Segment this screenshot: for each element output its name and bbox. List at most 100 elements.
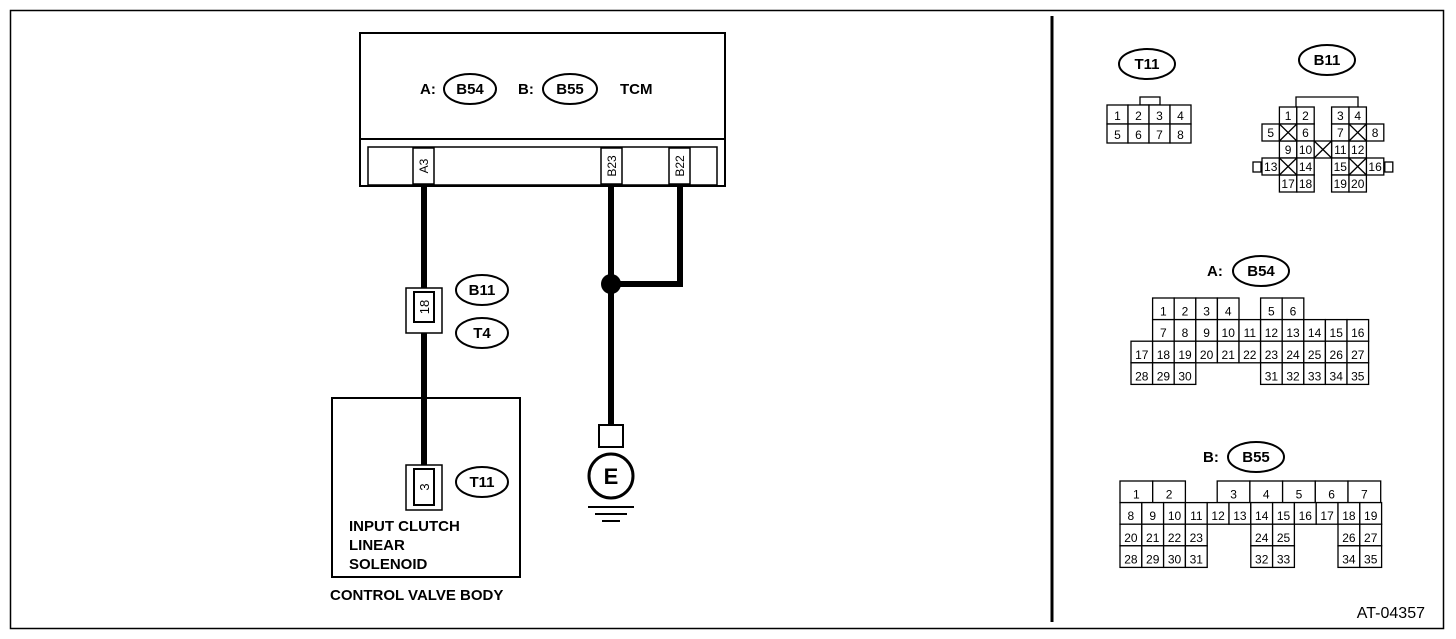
t11-view-pin-8-cell [1169, 123, 1192, 144]
tcm-connector-a-prefix: A: [420, 81, 436, 98]
t11-view-pin-5: 5 [1114, 128, 1121, 142]
tcm-connector-a-tag: B54 [456, 81, 484, 98]
solenoid-label-line-1: INPUT CLUTCH [349, 518, 460, 535]
b54-view-pin-20: 20 [1200, 348, 1214, 362]
b55-view-pin-2: 2 [1166, 488, 1173, 502]
b55-view-pin-29: 29 [1146, 552, 1160, 566]
splice-point [601, 274, 621, 294]
b55-view-pin-33-cell [1271, 545, 1296, 569]
b55-view-pin-35: 35 [1364, 552, 1378, 566]
b54-view-pin-16: 16 [1351, 326, 1365, 340]
b55-view-pin-9: 9 [1149, 509, 1156, 523]
b55-view-pin-28: 28 [1124, 552, 1138, 566]
b11-view-pin-12: 12 [1351, 143, 1365, 157]
b55-view-tag: B55 [1242, 449, 1270, 466]
diagram-frame [9, 9, 1445, 630]
b11-view-pin-7: 7 [1337, 126, 1344, 140]
b55-view-pin-34: 34 [1342, 552, 1356, 566]
b54-view-pin-10: 10 [1222, 326, 1236, 340]
wire-b22 [611, 185, 683, 287]
b11-view-blank-1-cross-b [1278, 123, 1298, 142]
b55-view-pin-19: 19 [1364, 509, 1378, 523]
b11-view-latch [1295, 96, 1359, 107]
b11-view-pin-1: 1 [1285, 109, 1292, 123]
b11-view-pin-16: 16 [1368, 160, 1382, 174]
b11-view-pin-19: 19 [1334, 177, 1348, 191]
b54-view-pin-5: 5 [1268, 305, 1275, 319]
b55-view-pin-11: 11 [1190, 509, 1203, 523]
b54-view-pin-26: 26 [1330, 348, 1344, 362]
tcm-pin-b22-box [668, 147, 691, 185]
b11-view-pin-18-cell [1296, 174, 1315, 193]
b11-view-pin-9: 9 [1285, 143, 1292, 157]
b55-view-pin-4: 4 [1263, 488, 1270, 502]
b54-view-pin-13: 13 [1286, 326, 1300, 340]
b54-view-pin-17: 17 [1135, 348, 1149, 362]
t11-view-pin-1: 1 [1114, 109, 1121, 123]
b54-view-pin-2: 2 [1182, 305, 1189, 319]
b11-view-pin-18: 18 [1299, 177, 1313, 191]
b55-view-pin-33: 33 [1277, 552, 1291, 566]
b11-view-pin-6: 6 [1302, 126, 1309, 140]
b11-view-pin-11: 11 [1334, 143, 1347, 157]
b55-view-pin-1: 1 [1133, 488, 1140, 502]
b55-view-pin-10: 10 [1168, 509, 1182, 523]
ground-terminal [598, 424, 624, 448]
b55-view-pin-12: 12 [1211, 509, 1225, 523]
b54-view-pin-11: 11 [1244, 326, 1257, 340]
control-valve-body-box [331, 397, 521, 578]
b54-view-pin-35-cell [1346, 362, 1370, 386]
tcm-pin-b23-box [600, 147, 623, 185]
t11-view-pin-7: 7 [1156, 128, 1163, 142]
b54-view-pin-33: 33 [1308, 369, 1322, 383]
b11-view-pin-14: 14 [1299, 160, 1313, 174]
b11-view-pin-13: 13 [1264, 160, 1278, 174]
b55-view-pin-23: 23 [1190, 531, 1204, 545]
b11-view-key-right [1384, 161, 1394, 173]
solenoid-tag-oval [455, 466, 509, 498]
b11-view-pin-15: 15 [1334, 160, 1348, 174]
b11-view-pin-10: 10 [1299, 143, 1313, 157]
b55-view-pin-8: 8 [1128, 509, 1135, 523]
b55-view-pin-30: 30 [1168, 552, 1182, 566]
b55-view-pin-22: 22 [1168, 531, 1182, 545]
intermediate-connector-inner [413, 291, 435, 323]
b11-view-blank-4-cross-b [1278, 157, 1298, 176]
b55-view-prefix: B: [1203, 449, 1219, 466]
b55-view-pin-17: 17 [1320, 509, 1334, 523]
tcm-pin-b23: B23 [605, 155, 619, 177]
b54-view-pin-29: 29 [1157, 369, 1171, 383]
b55-view-pin-16: 16 [1299, 509, 1313, 523]
b54-view-pin-3: 3 [1203, 305, 1210, 319]
tcm-connector-b-prefix: B: [518, 81, 534, 98]
b54-view-pin-30-cell [1173, 362, 1197, 386]
b54-view-pin-21: 21 [1222, 348, 1236, 362]
b55-view-tag-oval [1227, 441, 1285, 473]
b54-view-tag-oval [1232, 255, 1290, 287]
b55-view-pin-25: 25 [1277, 531, 1291, 545]
b55-view-pin-15: 15 [1277, 509, 1291, 523]
b11-view-pin-20: 20 [1351, 177, 1365, 191]
b54-view-pin-28: 28 [1135, 369, 1149, 383]
b11-view-blank-3-cross-b [1313, 140, 1333, 159]
b11-view-pin-4: 4 [1354, 109, 1361, 123]
b54-view-pin-30: 30 [1178, 369, 1192, 383]
b55-view-pin-6: 6 [1328, 488, 1335, 502]
intermediate-tag-t4: T4 [473, 325, 491, 342]
b54-view-pin-12: 12 [1265, 326, 1279, 340]
intermediate-tag-b11-oval [455, 274, 509, 306]
b11-view-tag: B11 [1314, 52, 1341, 69]
b54-view-pin-9: 9 [1203, 326, 1210, 340]
b55-view-pin-7: 7 [1361, 488, 1368, 502]
tcm-pin-a3: A3 [417, 158, 431, 173]
b54-view-pin-35: 35 [1351, 369, 1365, 383]
b11-view-pin-3: 3 [1337, 109, 1344, 123]
b54-view-pin-1: 1 [1160, 305, 1167, 319]
b55-view-pin-21: 21 [1146, 531, 1160, 545]
tcm-connector-b-oval [542, 73, 598, 105]
b11-view-pin-2: 2 [1302, 109, 1309, 123]
b55-view-pin-13: 13 [1233, 509, 1247, 523]
